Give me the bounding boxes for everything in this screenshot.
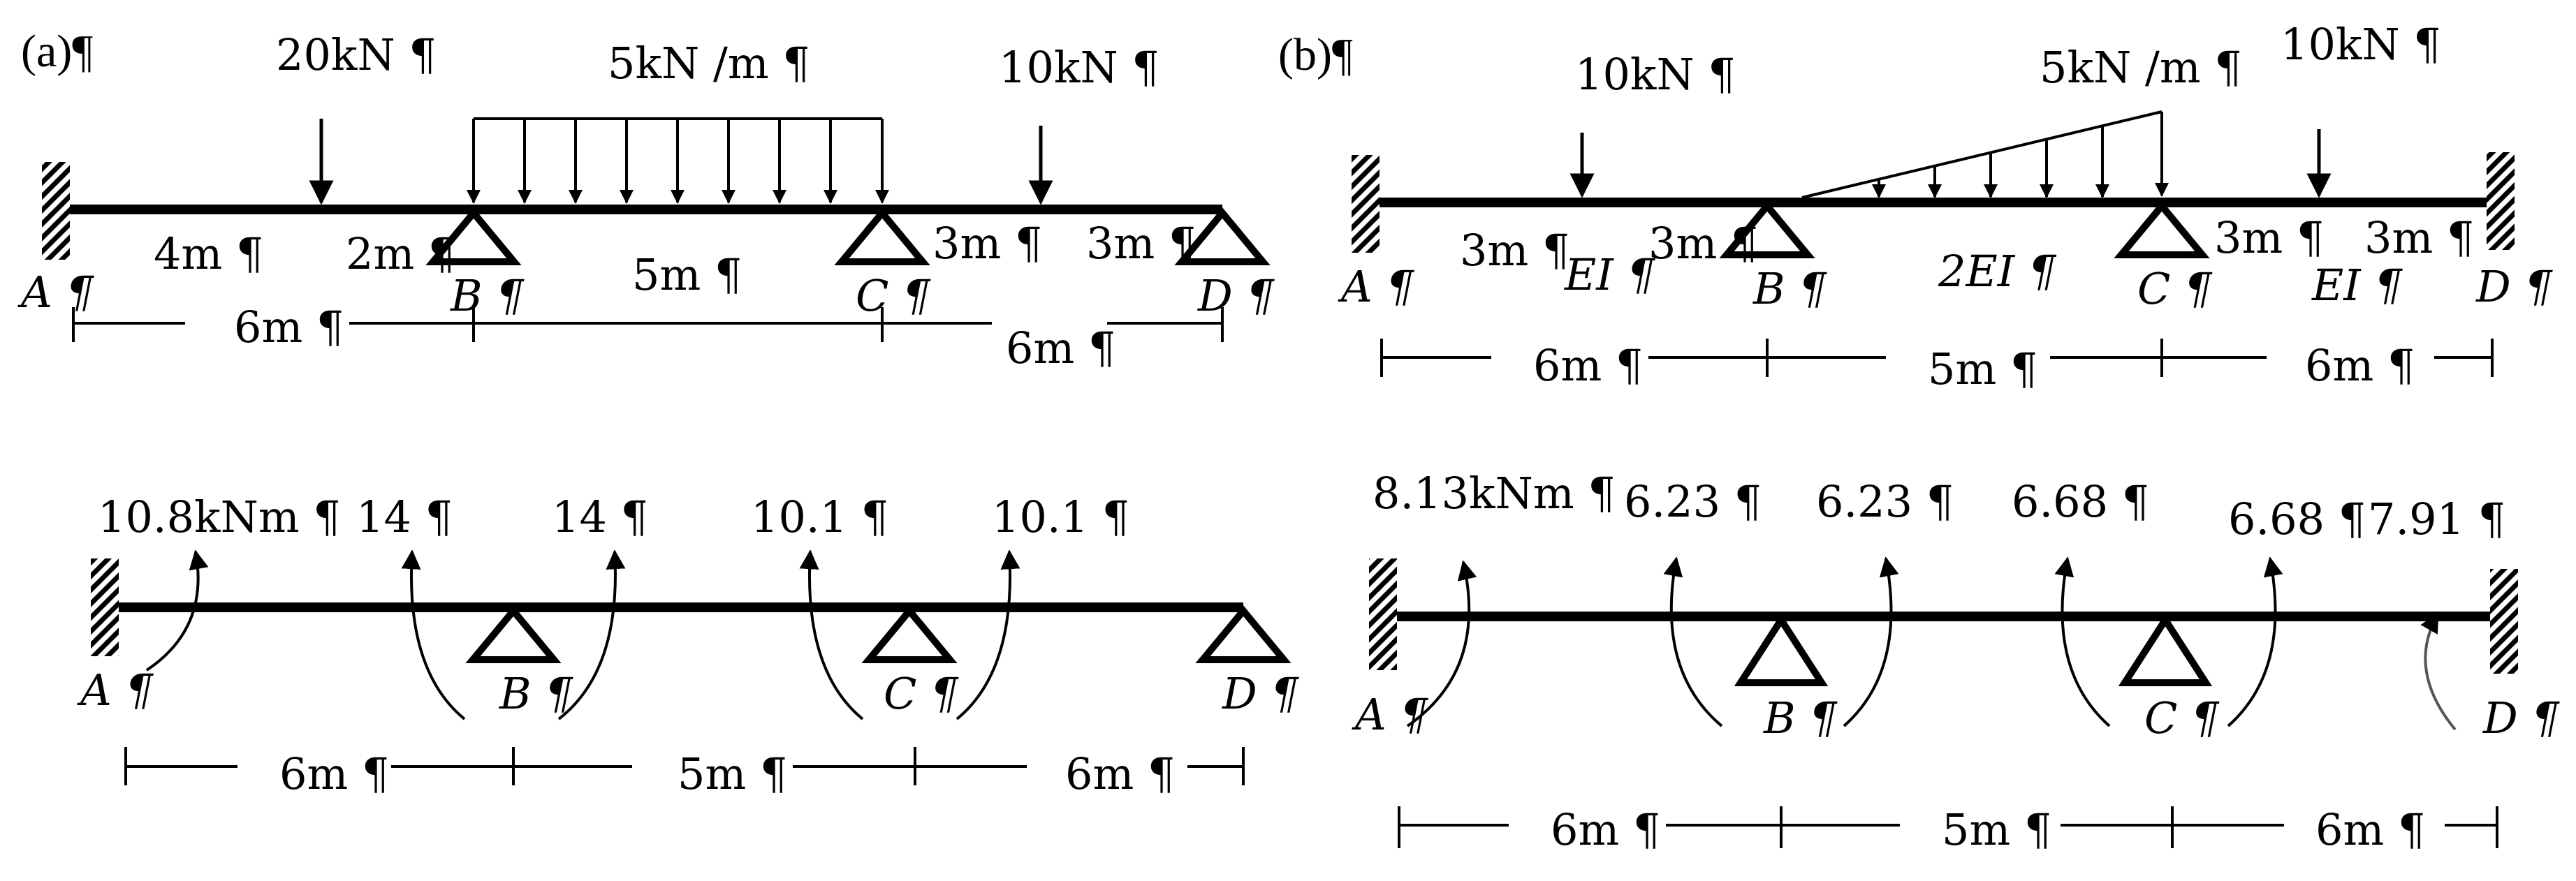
panel-b-moments: 8.13kNm ¶ 6.23 ¶ 6.23 ¶ 6.68 ¶ 6.68 ¶ 7.… — [1352, 468, 2560, 855]
node-label-d: D ¶ — [1197, 270, 1275, 321]
fixed-support-a-b — [1352, 155, 1380, 253]
dimension-line-b — [1380, 339, 2494, 377]
moment-arrow-c-right — [956, 549, 1020, 720]
support-c — [834, 207, 930, 265]
moment-label-d-b: 7.91 ¶ — [2368, 494, 2505, 545]
panel-a: (a)¶ 20kN ¶ 5kN /m ¶ 10kN ¶ 4 — [17, 26, 1275, 373]
stiffness-label-bc: 2EI ¶ — [1938, 246, 2057, 297]
panel-a-moments: 10.8kNm ¶ 14 ¶ 14 ¶ 10.1 ¶ 10.1 ¶ A ¶ B … — [77, 491, 1299, 799]
stiffness-label-cd: EI ¶ — [2311, 260, 2403, 311]
moment-label-b-right: 14 ¶ — [552, 491, 648, 542]
moment-arrow-b-left — [401, 549, 466, 720]
support-c-moments — [861, 605, 958, 663]
node-label-a-moments: A ¶ — [77, 665, 154, 716]
distributed-load-a — [467, 117, 889, 204]
segment-label-3m-3-b: 3m ¶ — [2214, 212, 2324, 263]
segment-label-2m: 2m ¶ — [346, 228, 455, 279]
fixed-support-a-moments — [91, 558, 119, 656]
moment-arrow-b-right — [557, 549, 626, 720]
node-label-c-b-moments: C ¶ — [2144, 693, 2220, 743]
node-label-a-b-moments: A ¶ — [1352, 689, 1428, 740]
dimension-line-a-moments — [124, 747, 1245, 785]
triangular-load-label-b: 5kN /m ¶ — [2040, 42, 2242, 93]
moment-label-b-left: 14 ¶ — [356, 491, 453, 542]
moment-label-b-left-b: 6.23 ¶ — [1624, 476, 1762, 527]
moment-arrow-c-left-b — [2054, 556, 2111, 727]
dimension-label-6m-cd-b: 6m ¶ — [2305, 340, 2415, 391]
segment-label-3m-1-b: 3m ¶ — [1460, 225, 1569, 276]
node-label-d-moments: D ¶ — [1222, 668, 1299, 719]
moment-arrow-a-b — [1406, 560, 1477, 727]
segment-label-5m: 5m ¶ — [632, 249, 742, 300]
dimension-label-5m-bc-b-moments: 5m ¶ — [1942, 804, 2051, 855]
node-label-b-b-moments: B ¶ — [1763, 693, 1838, 743]
moment-arrow-b-right-b — [1843, 556, 1899, 727]
stiffness-label-ab: EI ¶ — [1564, 249, 1655, 300]
node-label-d-b-moments: D ¶ — [2482, 693, 2560, 743]
moment-label-c-left: 10.1 ¶ — [751, 491, 888, 542]
triangular-load-b — [1801, 110, 2169, 199]
support-c-b-moments — [2118, 613, 2213, 686]
dimension-label-6m-right: 6m ¶ — [1006, 323, 1115, 373]
panel-a-tag: (a)¶ — [21, 26, 93, 77]
moment-label-c-right: 10.1 ¶ — [992, 491, 1129, 542]
support-b-b-moments — [1734, 613, 1829, 686]
dimension-label-5m-bc: 5m ¶ — [678, 748, 787, 799]
segment-label-3m-4-b: 3m ¶ — [2364, 212, 2474, 263]
dimension-label-5m-bc-b: 5m ¶ — [1928, 343, 2037, 394]
fixed-support-a-b-moments — [1369, 558, 1397, 670]
support-b-b — [1719, 200, 1815, 258]
moment-arrow-c-left — [799, 549, 864, 720]
node-label-a: A ¶ — [17, 267, 94, 318]
load-10kn-right-label-b: 10kN ¶ — [2281, 19, 2441, 70]
load-20kn-label: 20kN ¶ — [276, 29, 437, 80]
moment-label-a-b: 8.13kNm ¶ — [1373, 468, 1616, 519]
node-label-c-b: C ¶ — [2137, 263, 2213, 314]
support-c-b — [2114, 200, 2210, 258]
dimension-label-6m-ab-b: 6m ¶ — [1533, 340, 1643, 391]
load-10kn-left-label-b: 10kN ¶ — [1575, 49, 1736, 100]
fixed-support-d-b-moments — [2490, 569, 2518, 674]
node-label-b: B ¶ — [450, 270, 525, 321]
node-label-a-b: A ¶ — [1338, 261, 1414, 312]
fixed-support-d-b — [2487, 152, 2515, 250]
dimension-label-6m-cd-b-moments: 6m ¶ — [2315, 804, 2425, 855]
segment-label-3m-2-b: 3m ¶ — [1648, 218, 1758, 269]
moment-arrow-a — [145, 549, 209, 672]
moment-arrow-d-b — [2420, 612, 2457, 731]
dimension-line-a — [72, 307, 1224, 342]
support-d-moments — [1195, 605, 1291, 663]
support-b — [425, 207, 522, 265]
node-label-b-b: B ¶ — [1752, 263, 1827, 314]
distributed-load-label: 5kN /m ¶ — [608, 38, 810, 89]
dimension-label-6m-left: 6m ¶ — [234, 302, 344, 353]
dimension-label-6m-ab-b-moments: 6m ¶ — [1551, 804, 1660, 855]
dimension-label-6m-cd: 6m ¶ — [1065, 748, 1175, 799]
node-label-c: C ¶ — [856, 270, 931, 321]
moment-label-b-right-b: 6.23 ¶ — [1816, 476, 1954, 527]
node-label-b-moments: B ¶ — [499, 668, 573, 719]
support-d — [1174, 207, 1271, 265]
segment-label-3m-left: 3m ¶ — [932, 218, 1042, 269]
fixed-support-a — [42, 162, 70, 260]
support-b-moments — [465, 605, 562, 663]
dimension-label-6m-ab: 6m ¶ — [279, 748, 389, 799]
moment-label-a: 10.8kNm ¶ — [98, 491, 341, 542]
panel-b: (b)¶ 10kN ¶ 10kN ¶ 5kN /m ¶ 3m ¶ 3m ¶ 3m… — [1278, 19, 2553, 394]
node-label-c-moments: C ¶ — [884, 668, 959, 719]
panel-b-tag: (b)¶ — [1278, 29, 1353, 80]
segment-label-3m-right: 3m ¶ — [1086, 218, 1196, 269]
dimension-line-b-moments — [1398, 806, 2498, 848]
moment-arrow-b-left-b — [1663, 556, 1723, 727]
moment-label-c-left-b: 6.68 ¶ — [2012, 476, 2149, 527]
moment-arrow-c-right-b — [2227, 556, 2283, 727]
load-10kn-label: 10kN ¶ — [999, 42, 1159, 93]
moment-label-c-right-b: 6.68 ¶ — [2228, 494, 2366, 545]
node-label-d-b: D ¶ — [2475, 261, 2553, 312]
segment-label-4m: 4m ¶ — [154, 228, 263, 279]
